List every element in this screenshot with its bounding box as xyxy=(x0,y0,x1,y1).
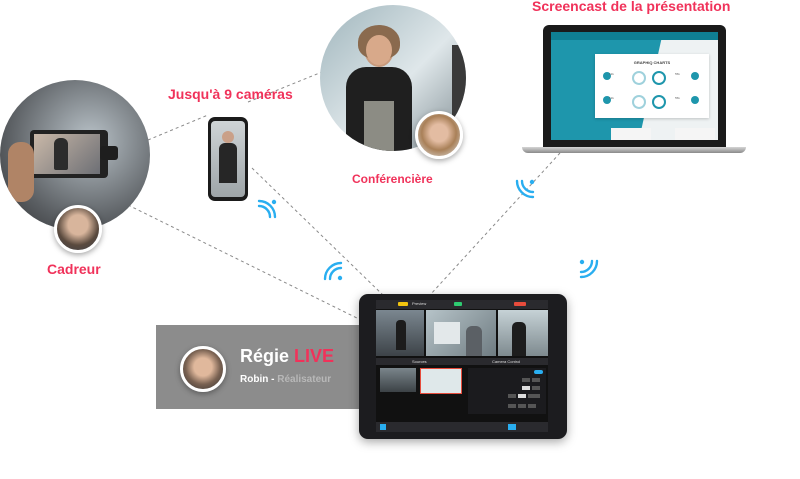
tablet-ctrl-7[interactable] xyxy=(528,394,540,398)
tablet-feed-2-audience xyxy=(466,326,482,356)
slide-charts xyxy=(603,71,699,109)
slide-row-1-right: 55k xyxy=(675,72,680,76)
tablet-ctrl-3[interactable] xyxy=(522,386,530,390)
tablet-bottom-button[interactable] xyxy=(380,424,386,430)
tablet-ctrl-2[interactable] xyxy=(532,378,540,382)
cameraman-avatar xyxy=(54,205,102,253)
slide-row-1-left: 12k xyxy=(609,72,614,76)
tablet-control-panel xyxy=(468,368,546,414)
tablet-feed-1-subject xyxy=(396,320,406,350)
tablet-sources-label: Sources xyxy=(412,359,427,364)
laptop-base xyxy=(522,147,746,153)
tablet-bottom-active[interactable] xyxy=(508,424,516,430)
speaker-avatar xyxy=(415,111,463,159)
regie-title-text: Régie xyxy=(240,346,290,366)
link-phone-tablet xyxy=(251,167,386,298)
regie-title-live: LIVE xyxy=(294,346,335,366)
phone-screen xyxy=(211,121,245,197)
tablet-ctrl-8[interactable] xyxy=(508,404,516,408)
regie-subtitle: Robin - Réalisateur xyxy=(240,374,331,385)
phone-subject-body xyxy=(219,143,237,183)
tablet-feed-2 xyxy=(426,310,496,356)
phone-subject-head xyxy=(222,131,234,143)
tablet-ctrl-9[interactable] xyxy=(518,404,526,408)
speaker-face xyxy=(366,35,392,65)
tablet-feed-3 xyxy=(498,310,548,356)
gimbal-subject xyxy=(54,138,68,170)
cameraman-label: Cadreur xyxy=(47,261,101,277)
tablet-chip-yellow xyxy=(398,302,408,306)
tablet-ctrl-1[interactable] xyxy=(522,378,530,382)
laptop-screen: GRAPHIQ CHARTS 12k 55k 12k 55k xyxy=(551,32,718,140)
tablet-source-1[interactable] xyxy=(380,368,416,392)
director-name: Robin - xyxy=(240,374,275,385)
slide-title: GRAPHIQ CHARTS xyxy=(633,60,671,65)
tablet-feed-2-slide xyxy=(434,322,460,344)
director-avatar xyxy=(180,346,226,392)
gimbal-motor xyxy=(100,146,118,160)
speaker-apron xyxy=(364,101,394,151)
tablet-screen: Preview Sources Camera Control xyxy=(376,300,548,432)
tablet-preview-label: Preview xyxy=(412,301,427,306)
tablet-ctrl-5[interactable] xyxy=(508,394,516,398)
wifi-icon xyxy=(579,259,599,279)
wifi-icon xyxy=(515,179,535,199)
tablet-section-bar xyxy=(376,358,548,365)
tablet-chip-green xyxy=(454,302,462,306)
regie-title: Régie LIVE xyxy=(240,346,334,367)
slide-footer-right xyxy=(675,128,715,140)
slide-row-2-left: 12k xyxy=(609,96,614,100)
cameraman-hand xyxy=(8,142,34,202)
phone-camera xyxy=(208,117,248,201)
wifi-icon xyxy=(323,261,343,281)
screencast-label: Screencast de la présentation xyxy=(532,0,731,14)
speaker-background-figure xyxy=(452,45,466,125)
tablet-ctrl-6[interactable] xyxy=(518,394,526,398)
tablet-bottom-bar xyxy=(376,422,548,432)
tablet-top-bar xyxy=(376,300,548,309)
speaker-label: Conférencière xyxy=(352,172,433,186)
tablet-ctrl-10[interactable] xyxy=(528,404,536,408)
tablet-feed-3-subject xyxy=(512,322,526,356)
tablet-toggle[interactable] xyxy=(534,370,543,374)
slide-card: GRAPHIQ CHARTS 12k 55k 12k 55k xyxy=(595,54,709,118)
link-cadreur-tablet xyxy=(127,204,366,323)
cameras-label: Jusqu'à 9 caméras xyxy=(168,86,293,102)
link-phone-speaker xyxy=(247,71,323,103)
slide-footer-left xyxy=(611,128,651,140)
link-cadreur-phone xyxy=(147,114,209,141)
tablet-ctrl-4[interactable] xyxy=(532,386,540,390)
slide-row-2-right: 55k xyxy=(675,96,680,100)
tablet-chip-red xyxy=(514,302,526,306)
director-role: Réalisateur xyxy=(277,374,332,385)
tablet-camera-control-label: Camera Control xyxy=(492,359,521,364)
wifi-icon xyxy=(257,199,277,219)
link-laptop-tablet xyxy=(429,152,561,296)
tablet-source-2[interactable] xyxy=(420,368,462,394)
tablet-feed-1 xyxy=(376,310,424,356)
